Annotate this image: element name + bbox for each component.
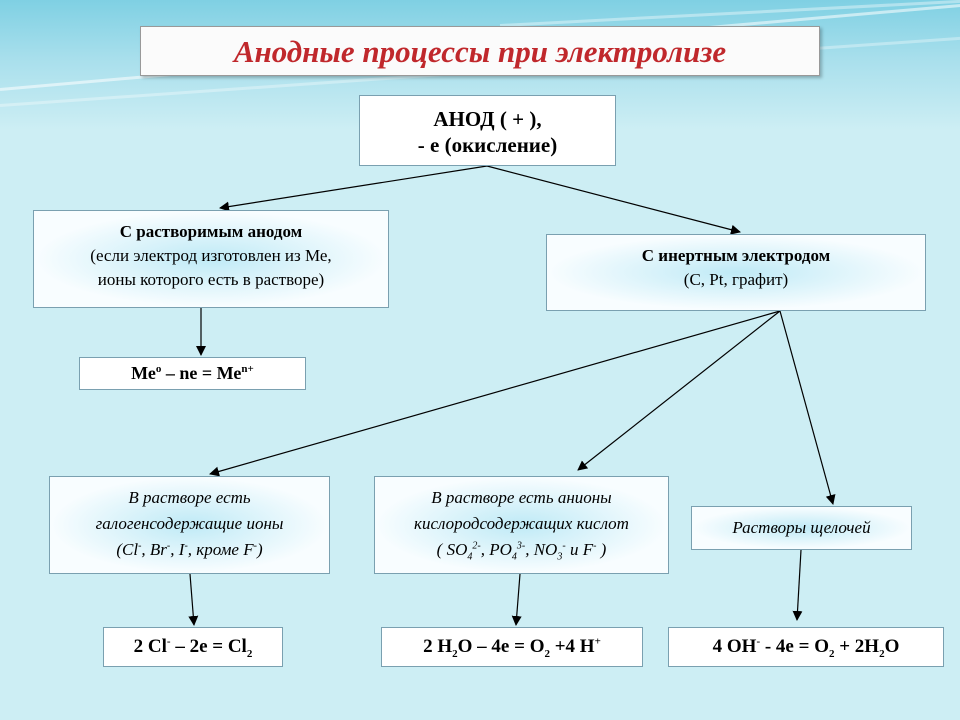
alkali-label: Растворы щелочей: [732, 518, 871, 537]
anode-box: АНОД ( + ), - е (окисление): [359, 95, 616, 166]
halide-line-3: (Cl-, Br-, I-, кроме F-): [50, 537, 329, 563]
eq-oh-sub1: 2: [828, 647, 835, 660]
eq-h2o-sup: +: [594, 635, 601, 648]
arrow-halide-to-eq: [188, 573, 199, 626]
halide-br: , Br: [141, 540, 167, 559]
halide-line-1: В растворе есть: [128, 488, 251, 507]
oxy-so4: ( SO: [436, 540, 468, 559]
water-oxidation-equation: 2 H2O – 4е = O2 +4 H+: [381, 627, 643, 667]
oxy-sup: -: [593, 540, 597, 552]
eq-h2o-b: O – 4е = O: [457, 636, 545, 657]
arrow-inert-to-oxyanion: [577, 310, 781, 471]
arrow-oxyanion-to-eq: [511, 573, 522, 626]
metal-eq-text: Мео – nе = Меn+: [80, 358, 305, 389]
eq-cl-a: 2 Cl: [133, 636, 167, 657]
oxy-sub: 4: [467, 551, 473, 563]
halide-line-2: галогенсодержащие ионы: [95, 514, 284, 533]
eq-oh-a: 4 OH: [712, 636, 757, 657]
page-title: Анодные процессы при электролизе: [233, 34, 727, 69]
oxy-sup: -: [562, 540, 566, 552]
eq-oh-sup: -: [756, 635, 761, 648]
soluble-anode-box: С растворимым анодом (если электрод изго…: [33, 210, 389, 308]
halide-sup: -: [166, 540, 171, 552]
eq-h2o-sub1: 2: [452, 647, 458, 660]
oxy-sup: 2-: [472, 540, 481, 552]
metal-eq-sup2: n+: [241, 363, 254, 375]
eq-h2o-sub2: 2: [544, 647, 550, 660]
oxy-sub: 3: [557, 551, 563, 563]
metal-eq-rest: – nе = Ме: [161, 363, 242, 383]
halide-sup: -: [184, 540, 188, 552]
alkali-solutions-box: Растворы щелочей: [691, 506, 912, 550]
oxy-line-2: кислородсодержащих кислот: [414, 514, 629, 533]
oxy-line-1: В растворе есть анионы: [431, 488, 612, 507]
arrow-anode-to-soluble: [219, 165, 488, 212]
anode-process: - е (окисление): [417, 133, 558, 157]
chloride-oxidation-equation: 2 Cl- – 2е = Cl2: [103, 627, 283, 667]
title-box: Анодные процессы при электролизе: [140, 26, 820, 76]
halide-cl: (Cl: [116, 540, 139, 559]
anode-label: АНОД ( + ),: [433, 107, 542, 131]
arrow-anode-to-inert: [486, 165, 741, 235]
halide-i: , I: [170, 540, 185, 559]
inert-electrode-box: С инертным электродом (С, Pt, графит): [546, 234, 926, 311]
halide-f: , кроме F: [187, 540, 254, 559]
hydroxide-oxidation-equation: 4 OH- - 4е = O2 + 2H2O: [668, 627, 944, 667]
halide-sup: -: [253, 540, 257, 552]
oxy-no3: , NO: [525, 540, 558, 559]
arrow-inert-to-halide: [209, 310, 781, 477]
eq-cl-sub: 2: [246, 647, 253, 660]
metal-eq-symbol: Ме: [131, 363, 156, 383]
metal-eq-sup1: о: [155, 363, 162, 375]
oxy-po4: , PO: [480, 540, 512, 559]
oxy-f: и F: [565, 540, 594, 559]
oxy-sup: 3-: [516, 540, 526, 552]
eq-h2o-a: 2 H: [423, 636, 453, 657]
oxyanion-box: В растворе есть анионы кислородсодержащи…: [374, 476, 669, 574]
inert-heading: С инертным электродом: [641, 246, 831, 265]
eq-cl-sup: -: [166, 635, 171, 648]
inert-examples: (С, Pt, графит): [683, 270, 789, 289]
eq-oh-c: + 2H: [834, 636, 880, 657]
eq-oh-b: - 4е = O: [760, 636, 829, 657]
halide-sup: -: [138, 540, 142, 552]
eq-cl-b: – 2е = Cl: [170, 636, 247, 657]
soluble-desc-1: (если электрод изготовлен из Ме,: [90, 246, 332, 265]
eq-h2o-c: +4 H: [549, 636, 595, 657]
arrow-inert-to-alkali: [779, 310, 836, 505]
oxy-end: ): [596, 540, 607, 559]
soluble-heading: С растворимым анодом: [119, 222, 303, 241]
metal-oxidation-equation: Мео – nе = Меn+: [79, 357, 306, 390]
eq-oh-sub2: 2: [879, 647, 885, 660]
eq-oh-d: O: [884, 636, 900, 657]
halide-ions-box: В растворе есть галогенсодержащие ионы (…: [49, 476, 330, 574]
halide-end: ): [256, 540, 263, 559]
arrow-alkali-to-eq: [792, 549, 803, 621]
oxy-sub: 4: [511, 551, 517, 563]
oxy-line-3: ( SO42-, PO43-, NO3- и F- ): [375, 537, 668, 563]
soluble-desc-2: ионы которого есть в растворе): [97, 270, 325, 289]
